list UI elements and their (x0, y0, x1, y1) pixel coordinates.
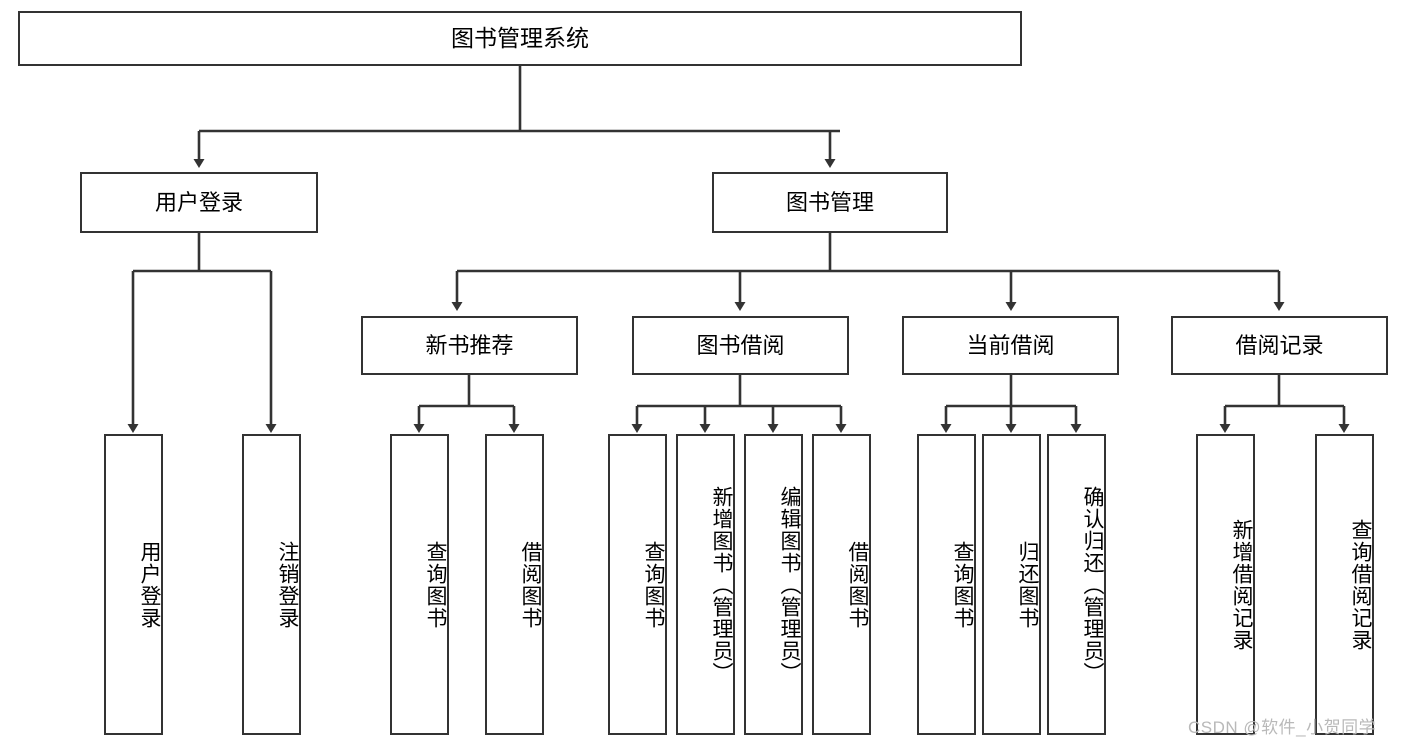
leaf-new-books-query[interactable]: 查询图书 (390, 434, 449, 735)
leaf-current-query-book[interactable]: 查询图书 (917, 434, 976, 735)
leaf-user-login-signin[interactable]: 用户登录 (104, 434, 163, 735)
node-book-management[interactable]: 图书管理 (712, 172, 948, 233)
leaf-label: 新增图书（管理员） (710, 485, 733, 684)
node-current-borrow[interactable]: 当前借阅 (902, 316, 1119, 375)
leaf-records-add-record[interactable]: 新增借阅记录 (1196, 434, 1255, 735)
leaf-label: 查询借阅记录 (1349, 518, 1372, 651)
leaf-new-books-borrow[interactable]: 借阅图书 (485, 434, 544, 735)
leaf-borrow-edit-book[interactable]: 编辑图书（管理员） (744, 434, 803, 735)
leaf-label: 确认归还（管理员） (1081, 485, 1104, 684)
leaf-label: 查询图书 (424, 540, 447, 629)
leaf-label: 编辑图书（管理员） (778, 485, 801, 684)
leaf-user-login-signout[interactable]: 注销登录 (242, 434, 301, 735)
node-root-system[interactable]: 图书管理系统 (18, 11, 1022, 66)
leaf-records-query-record[interactable]: 查询借阅记录 (1315, 434, 1374, 735)
leaf-label: 用户登录 (138, 540, 161, 629)
leaf-label: 查询图书 (951, 540, 974, 629)
leaf-label: 查询图书 (642, 540, 665, 629)
watermark-csdn: CSDN @软件_小贺同学 (1188, 718, 1377, 737)
leaf-label: 注销登录 (276, 540, 299, 629)
leaf-label: 归还图书 (1016, 540, 1039, 629)
leaf-borrow-query-book[interactable]: 查询图书 (608, 434, 667, 735)
leaf-borrow-add-book[interactable]: 新增图书（管理员） (676, 434, 735, 735)
leaf-borrow-borrow-book[interactable]: 借阅图书 (812, 434, 871, 735)
node-book-borrow[interactable]: 图书借阅 (632, 316, 849, 375)
leaf-label: 新增借阅记录 (1230, 518, 1253, 651)
node-user-login[interactable]: 用户登录 (80, 172, 318, 233)
node-borrow-records[interactable]: 借阅记录 (1171, 316, 1388, 375)
leaf-label: 借阅图书 (846, 540, 869, 629)
leaf-current-confirm-return[interactable]: 确认归还（管理员） (1047, 434, 1106, 735)
leaf-label: 借阅图书 (519, 540, 542, 629)
node-new-book-recommend[interactable]: 新书推荐 (361, 316, 578, 375)
leaf-current-return-book[interactable]: 归还图书 (982, 434, 1041, 735)
